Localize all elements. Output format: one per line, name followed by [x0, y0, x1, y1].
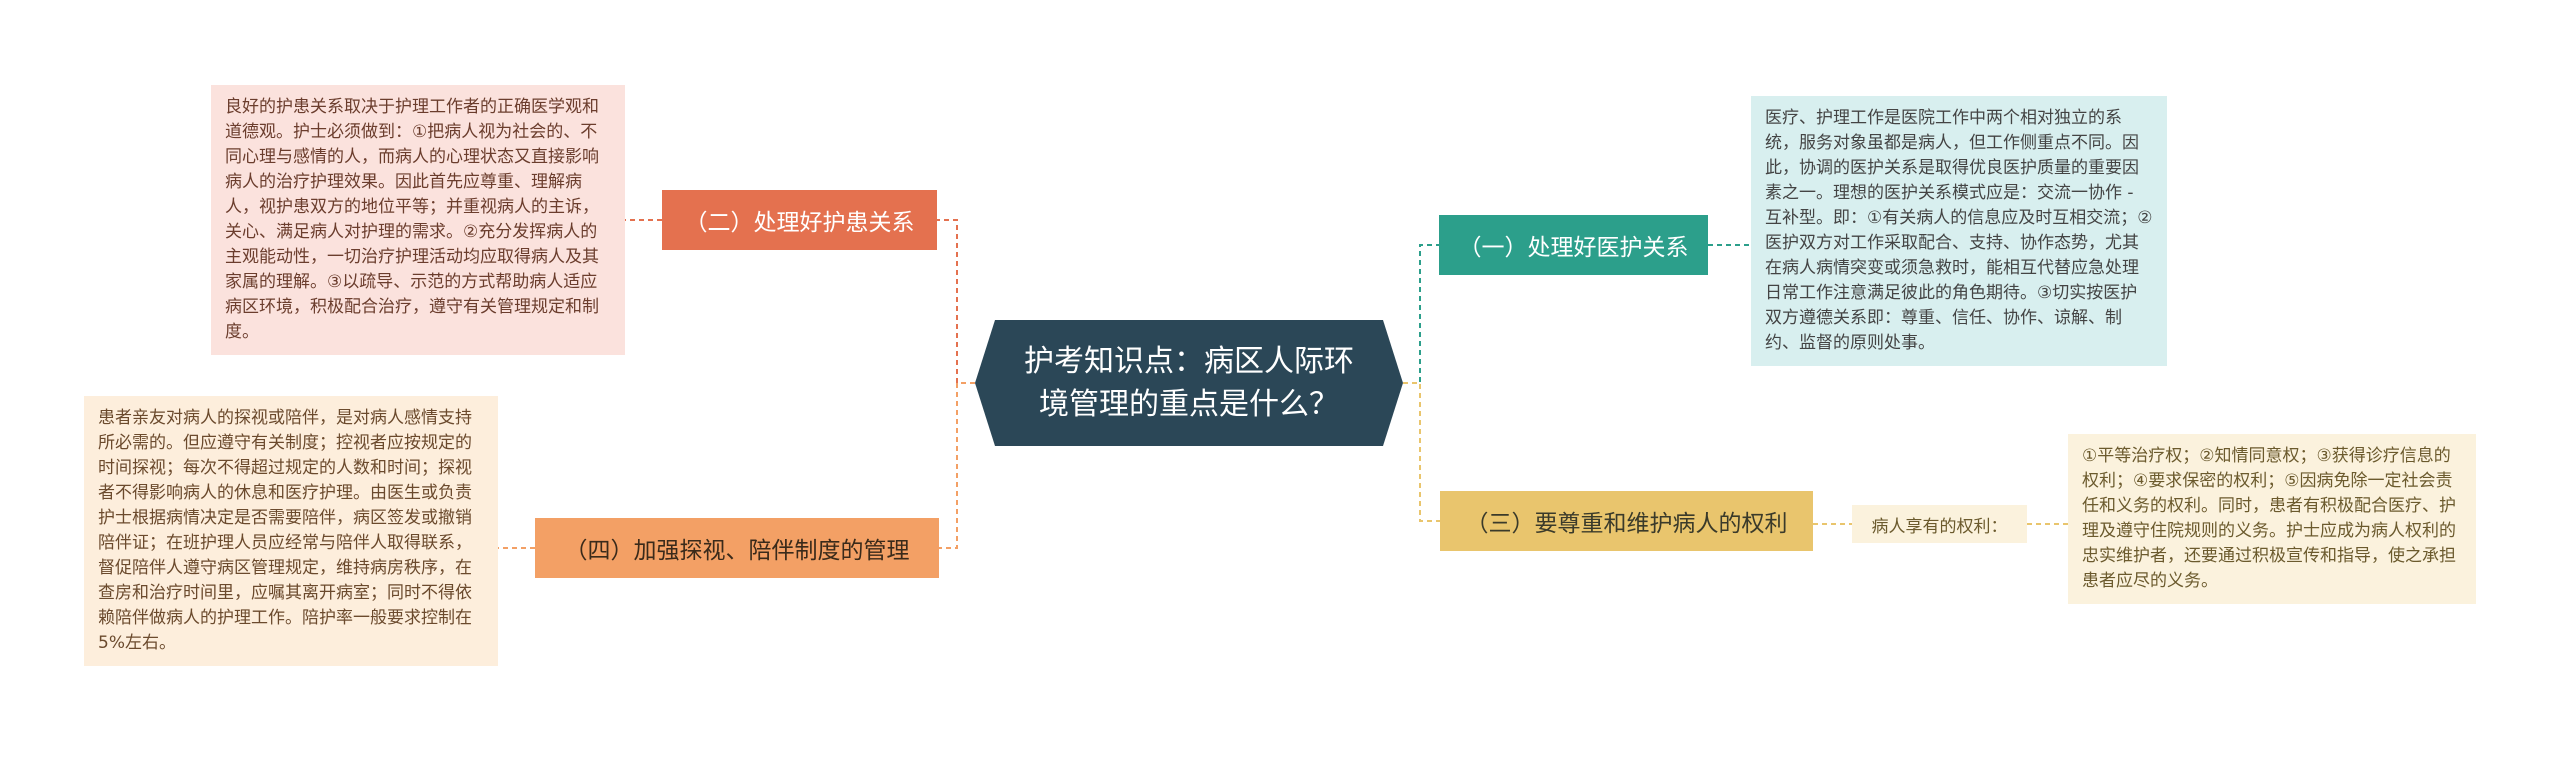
connector-center-branch-4: [939, 382, 975, 549]
connector-center-branch-2: [937, 219, 975, 384]
detail-text: ①平等治疗权；②知情同意权；③获得诊疗信息的权利；④要求保密的权利；⑤因病免除一…: [2082, 446, 2456, 591]
branch-doctor-nurse-relations[interactable]: （一）处理好医护关系: [1439, 215, 1708, 275]
branch-nurse-patient-relations[interactable]: （二）处理好护患关系: [662, 190, 937, 250]
detail-nurse-patient-relations[interactable]: 良好的护患关系取决于护理工作者的正确医学观和道德观。护士必须做到：①把病人视为社…: [211, 85, 625, 355]
detail-text: 良好的护患关系取决于护理工作者的正确医学观和道德观。护士必须做到：①把病人视为社…: [225, 97, 599, 342]
branch-patient-rights[interactable]: （三）要尊重和维护病人的权利: [1440, 491, 1813, 551]
branch-label: （一）处理好医护关系: [1458, 235, 1689, 261]
detail-visiting-system[interactable]: 患者亲友对病人的探视或陪伴，是对病人感情支持所必需的。但应遵守有关制度；控视者应…: [84, 396, 498, 666]
branch-label: （三）要尊重和维护病人的权利: [1465, 511, 1788, 537]
central-topic[interactable]: 护考知识点：病区人际环境管理的重点是什么？: [975, 320, 1403, 446]
detail-doctor-nurse-relations[interactable]: 医疗、护理工作是医院工作中两个相对独立的系统，服务对象虽都是病人，但工作侧重点不…: [1751, 96, 2167, 366]
connector-center-branch-3: [1403, 382, 1440, 522]
connector-center-branch-1: [1403, 244, 1439, 384]
sub-topic-patient-rights[interactable]: 病人享有的权利：: [1852, 505, 2027, 543]
detail-text: 医疗、护理工作是医院工作中两个相对独立的系统，服务对象虽都是病人，但工作侧重点不…: [1765, 108, 2153, 353]
branch-label: （二）处理好护患关系: [684, 210, 915, 236]
sub-topic-label: 病人享有的权利：: [1871, 516, 2008, 537]
branch-label: （四）加强探视、陪伴制度的管理: [564, 538, 910, 564]
central-topic-label: 护考知识点：病区人际环境管理的重点是什么？: [1024, 344, 1354, 422]
branch-visiting-system[interactable]: （四）加强探视、陪伴制度的管理: [535, 518, 939, 578]
detail-text: 患者亲友对病人的探视或陪伴，是对病人感情支持所必需的。但应遵守有关制度；控视者应…: [98, 408, 472, 653]
detail-patient-rights[interactable]: ①平等治疗权；②知情同意权；③获得诊疗信息的权利；④要求保密的权利；⑤因病免除一…: [2068, 434, 2476, 604]
